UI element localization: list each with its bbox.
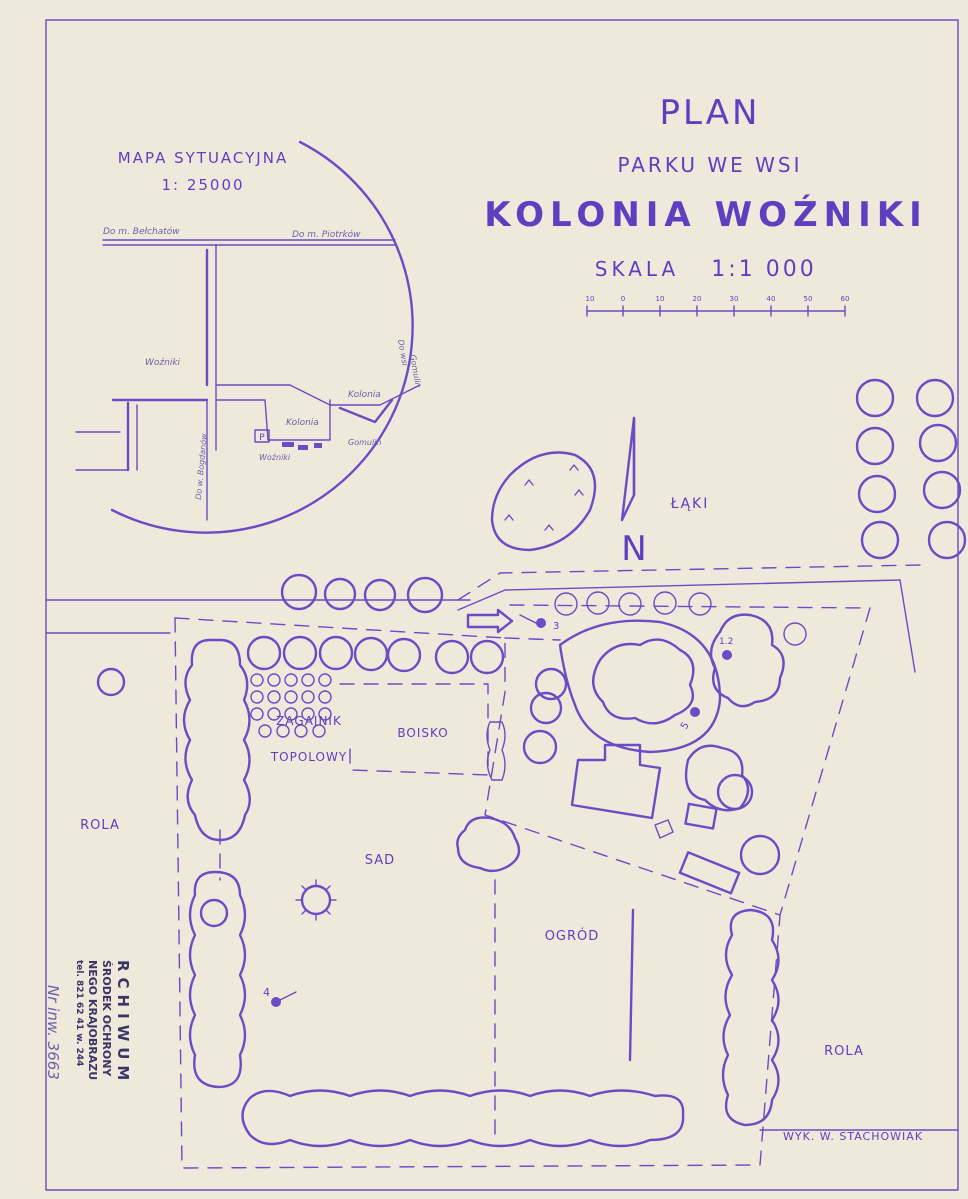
scale-tick-label: 60 [841,295,850,303]
garden-path [628,908,635,1062]
stamp-line-4: tel. 821 62 41 w. 244 [74,960,84,1066]
stamp-line-2: ŚRODEK OCHRONY [100,960,113,1077]
inset-label-gomulin-vertical: Gomulin [408,354,423,389]
area-label-zagajnik: ZAGAJNIK [276,714,342,728]
inventory-number: Nr inw. 3663 [44,985,62,1080]
inset-road-piotrkow: Do m. Piotrków [292,229,361,240]
shrub-sad [456,816,521,873]
title-block: PLAN PARKU WE WSI KOLONIA WOŹNIKI SKALA … [484,93,928,282]
central-green [558,619,722,754]
scale-label: SKALA [595,257,679,281]
entrance-arrow [466,608,541,634]
area-label-topolowy: TOPOLOWY [270,750,347,764]
solitary-tree [295,879,337,921]
author-credit: WYK. W. STACHOWIAK [783,1130,923,1143]
area-label-boisko: BOISKO [397,726,448,740]
scale-bar: 10 0 10 20 30 40 50 60 [586,295,850,317]
meadow-grove [490,451,597,552]
situation-inset-map: MAPA SYTUACYJNA 1: 25000 Do m. Bełchatów… [75,140,423,534]
hedge-small [486,721,506,781]
area-label-ogrod: OGRÓD [545,928,600,944]
scale-tick-label: 30 [730,295,739,303]
inset-scale: 1: 25000 [161,176,244,194]
area-label-sad: SAD [365,853,395,868]
plan-title: PLAN [660,93,761,133]
inset-label-kolonia-right: Kolonia [348,390,381,400]
inset-title: MAPA SYTUACYJNA [118,149,288,167]
inset-label-kolonia-center: Kolonia [286,418,319,428]
marker-3: 3 [553,621,559,632]
sports-field [339,683,489,776]
tree-row-road [280,573,807,646]
inset-label-do-wsi: Do wsi [396,339,410,367]
park-boundary [174,604,871,1169]
inset-p-marker: P [259,433,265,443]
area-label-laki: ŁĄKI [670,496,710,512]
marker-12: 1.2 [719,637,733,647]
scale-tick-label: 10 [656,295,665,303]
manor-house [570,743,662,820]
roads [45,564,959,1131]
village-name: KOLONIA WOŹNIKI [484,194,928,235]
sheet-frame [45,19,959,1191]
stamp-line-1: RCHIWUM [114,960,132,1086]
hedge-right [721,908,780,1127]
stamp-line-3: NEGO KRAJOBRAZU [86,960,99,1080]
area-label-rola-left: ROLA [80,818,120,833]
inset-label-wozniki: Woźniki [145,358,181,368]
inset-road-belchatow: Do m. Bełchatów [103,226,180,237]
scale-tick-label: 20 [693,295,702,303]
north-letter: N [621,529,646,569]
small-structure [654,819,674,839]
inset-label-gomulin: Gomulin [348,438,381,447]
tree-row-top-right [855,378,967,560]
scale-tick-label: 40 [767,295,776,303]
scale-tick-label: 10 [586,295,595,303]
inset-label-wozniki-small: Woźniki [259,453,291,462]
tree-row-park-top [96,635,505,697]
marker-4: 4 [263,986,270,999]
outbuilding-1 [684,802,718,830]
scale-tick-label: 0 [621,295,625,303]
tree-group-center-left [522,667,568,765]
area-label-rola-right: ROLA [824,1044,864,1059]
tree-cluster-right [709,613,785,708]
plan-subtitle: PARKU WE WSI [617,153,802,177]
scale-value: 1:1 000 [711,257,816,282]
archive-stamp: RCHIWUM ŚRODEK OCHRONY NEGO KRAJOBRAZU t… [74,960,132,1086]
north-arrow: N [620,416,647,569]
poplar-grove [250,673,332,738]
scale-tick-label: 50 [804,295,813,303]
hedge-lower-left [188,870,247,1089]
hedge-left [182,638,251,842]
marker-5: 5 [679,720,692,731]
outbuilding-2 [678,851,741,895]
hedge-bottom [241,1089,685,1148]
tree-group-buildings [684,744,781,876]
